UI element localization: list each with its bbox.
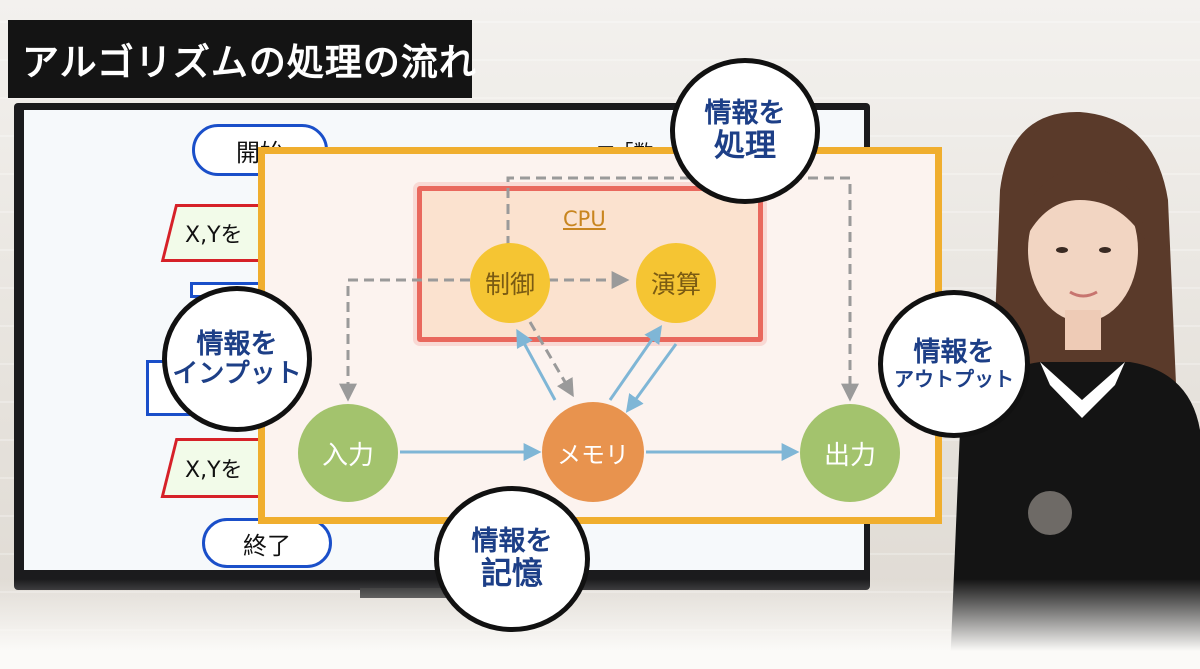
bubble-input: 情報を インプット bbox=[162, 286, 312, 432]
node-control: 制御 bbox=[470, 243, 550, 323]
node-arithmetic-label: 演算 bbox=[650, 270, 701, 299]
bubble-process: 情報を 処理 bbox=[670, 58, 820, 204]
presenter-figure bbox=[950, 111, 1200, 669]
node-control-label: 制御 bbox=[484, 270, 535, 299]
flowchart-end: 終了 bbox=[202, 518, 332, 568]
bubble-output-line1: 情報を bbox=[913, 336, 995, 368]
node-input: 入力 bbox=[298, 404, 398, 502]
flowchart-end-label: 終了 bbox=[243, 531, 291, 560]
flowchart-output-label: X,Yを bbox=[185, 458, 243, 483]
node-input-label: 入力 bbox=[321, 440, 374, 471]
flowchart-input-label: X,Yを bbox=[185, 223, 243, 248]
bubble-output: 情報を アウトプット bbox=[878, 290, 1030, 438]
bubble-input-line1: 情報を bbox=[196, 328, 278, 360]
bubble-process-line2: 処理 bbox=[714, 127, 776, 164]
bubble-memory-line2: 記憶 bbox=[481, 555, 543, 592]
floor-glow bbox=[0, 579, 1200, 669]
node-memory-label: メモリ bbox=[557, 440, 629, 469]
bubble-process-line1: 情報を bbox=[704, 97, 786, 129]
bubble-output-line2: アウトプット bbox=[894, 367, 1014, 392]
page-title: アルゴリズムの処理の流れ bbox=[22, 41, 477, 84]
bubble-input-line2: インプット bbox=[172, 358, 302, 389]
cpu-label: CPU bbox=[563, 207, 606, 231]
node-output: 出力 bbox=[800, 404, 900, 502]
bubble-memory: 情報を 記憶 bbox=[434, 486, 590, 632]
node-output-label: 出力 bbox=[823, 440, 876, 471]
node-arithmetic: 演算 bbox=[636, 243, 716, 323]
bubble-memory-line1: 情報を bbox=[471, 525, 553, 557]
title-banner: アルゴリズムの処理の流れ bbox=[8, 20, 476, 98]
node-memory: メモリ bbox=[542, 402, 644, 502]
